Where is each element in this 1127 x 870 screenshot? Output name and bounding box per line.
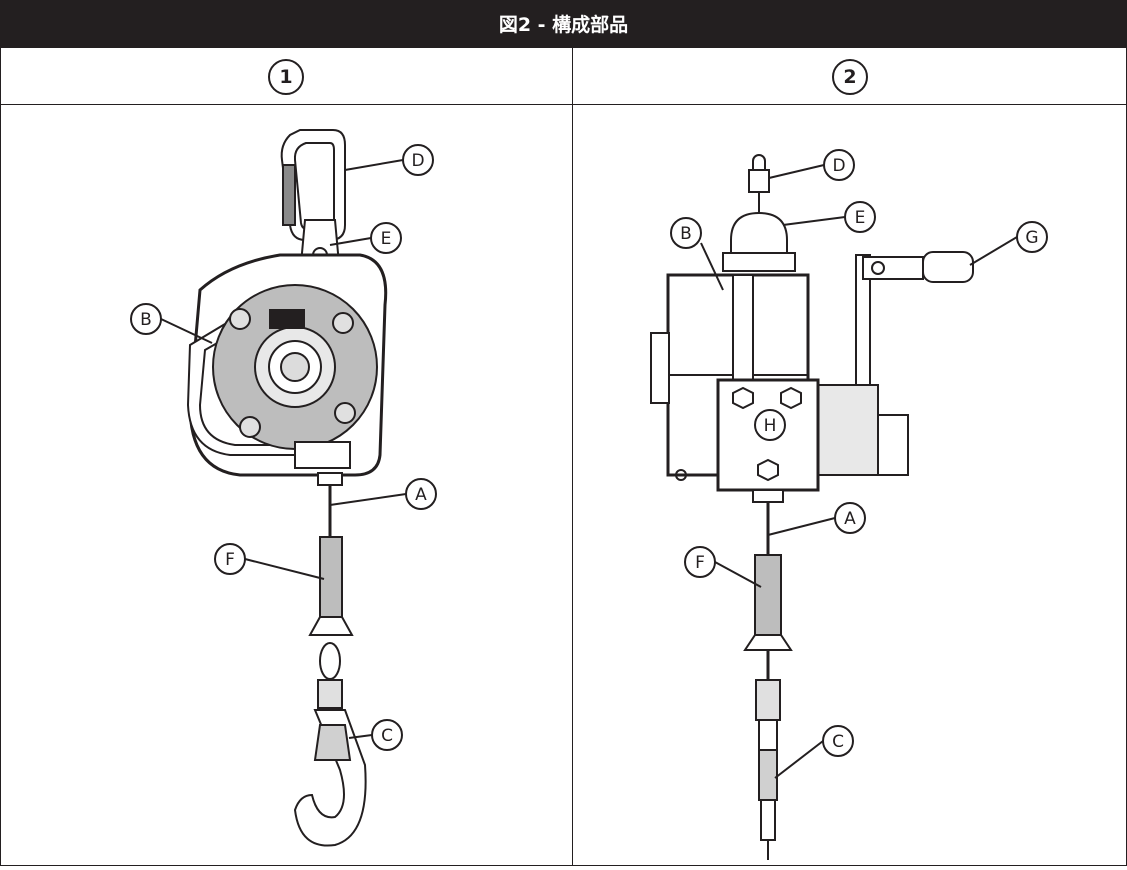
panel-1-illustration: D E B A F C: [0, 105, 573, 866]
device-2-drawing: D E B G H A F C: [650, 149, 1048, 860]
callout-2-c: C: [832, 732, 844, 752]
figure-title-bar: 図2 - 構成部品: [0, 0, 1127, 47]
callout-2-f: F: [695, 553, 705, 573]
callout-1-b: B: [140, 310, 152, 330]
callout-2-g: G: [1025, 228, 1038, 248]
column-1-number-cell: 1: [0, 48, 573, 105]
callout-2-b: B: [680, 224, 692, 244]
callout-1-f: F: [225, 550, 235, 570]
column-number-row: 1 2: [0, 47, 1127, 105]
column-1-number: 1: [268, 58, 304, 95]
figure-title: 図2 - 構成部品: [498, 14, 629, 36]
callout-2-d: D: [832, 156, 845, 176]
device-1-drawing: D E B A F C: [130, 129, 437, 847]
callout-2-a: A: [844, 509, 856, 529]
callout-2-h: H: [764, 416, 777, 436]
callout-1-a: A: [415, 485, 427, 505]
callout-1-c: C: [381, 726, 393, 746]
column-2-number-cell: 2: [573, 48, 1127, 105]
column-2-number: 2: [832, 58, 868, 95]
callout-2-e: E: [855, 208, 866, 228]
callout-1-d: D: [411, 151, 424, 171]
callout-1-e: E: [381, 229, 392, 249]
panel-2-illustration: D E B G H A F C: [573, 105, 1127, 866]
